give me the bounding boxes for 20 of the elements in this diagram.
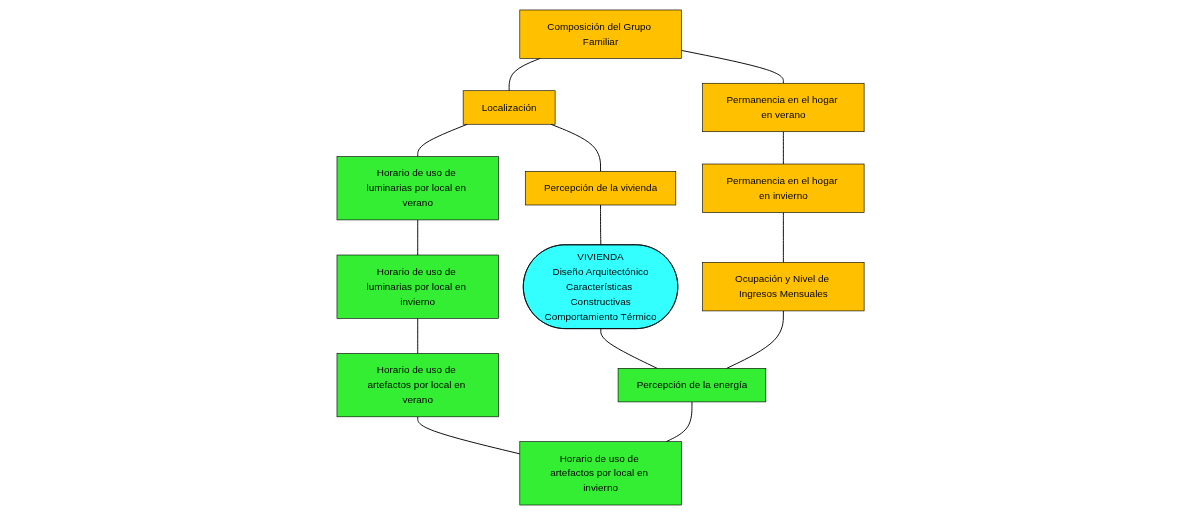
- node-box: Horario de uso de artefactos por local en invierno: [519, 441, 683, 506]
- node-box: Horario de uso de luminarias por local en invierno: [337, 254, 500, 319]
- node-box: Horario de uso de luminarias por local en verano: [337, 156, 500, 221]
- node-box: Permanencia en el hogar en invierno: [702, 163, 865, 213]
- node-box: Horario de uso de artefactos por local en verano: [337, 353, 500, 418]
- connector: [417, 317, 419, 354]
- connector: [783, 131, 785, 165]
- node-box: Ocupación y Nivel de Ingresos Mensuales: [702, 262, 865, 312]
- connector: [783, 212, 785, 263]
- node-box: Localización: [463, 90, 556, 125]
- node-box: Composición del Grupo Familiar: [519, 9, 683, 59]
- connector: [417, 219, 419, 256]
- connector: [726, 310, 785, 369]
- connector: [681, 49, 785, 84]
- connector: [600, 204, 602, 246]
- node-box: Percepción de la energía: [618, 368, 767, 403]
- connector: [417, 416, 521, 455]
- node-box: Percepción de la vivienda: [525, 171, 677, 206]
- connector: [666, 401, 693, 443]
- node-box: Permanencia en el hogar en verano: [702, 82, 865, 132]
